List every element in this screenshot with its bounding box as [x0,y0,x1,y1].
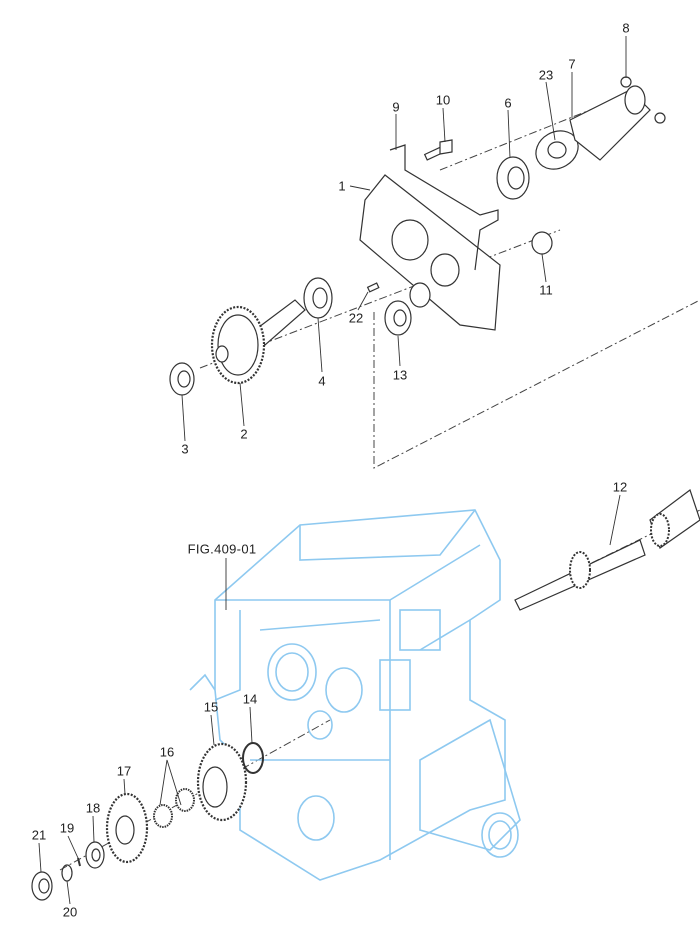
part-label-7: 7 [568,56,576,72]
part-label-18: 18 [85,800,101,816]
part-label-10: 10 [435,92,451,108]
part-label-2: 2 [240,426,248,442]
part-label-1: 1 [338,178,346,194]
transmission-housing [189,509,521,881]
figure-reference[interactable]: FIG.409-01 [187,541,257,557]
parts [31,76,700,901]
part-label-22: 22 [348,310,364,326]
part-label-9: 9 [392,99,400,115]
part-label-12: 12 [612,479,628,495]
cover-plate [359,174,501,331]
part-label-13: 13 [392,367,408,383]
part-label-4: 4 [318,373,326,389]
part-label-19: 19 [59,820,75,836]
part-label-23: 23 [538,67,554,83]
part-label-16: 16 [159,744,175,760]
part-label-21: 21 [31,827,47,843]
part-label-14: 14 [242,691,258,707]
part-label-17: 17 [116,763,132,779]
part-label-8: 8 [622,20,630,36]
part-label-15: 15 [203,699,219,715]
part-label-6: 6 [504,95,512,111]
part-label-3: 3 [181,441,189,457]
part-label-20: 20 [62,904,78,920]
leader-lines [38,36,627,905]
part-label-11: 11 [539,282,553,298]
